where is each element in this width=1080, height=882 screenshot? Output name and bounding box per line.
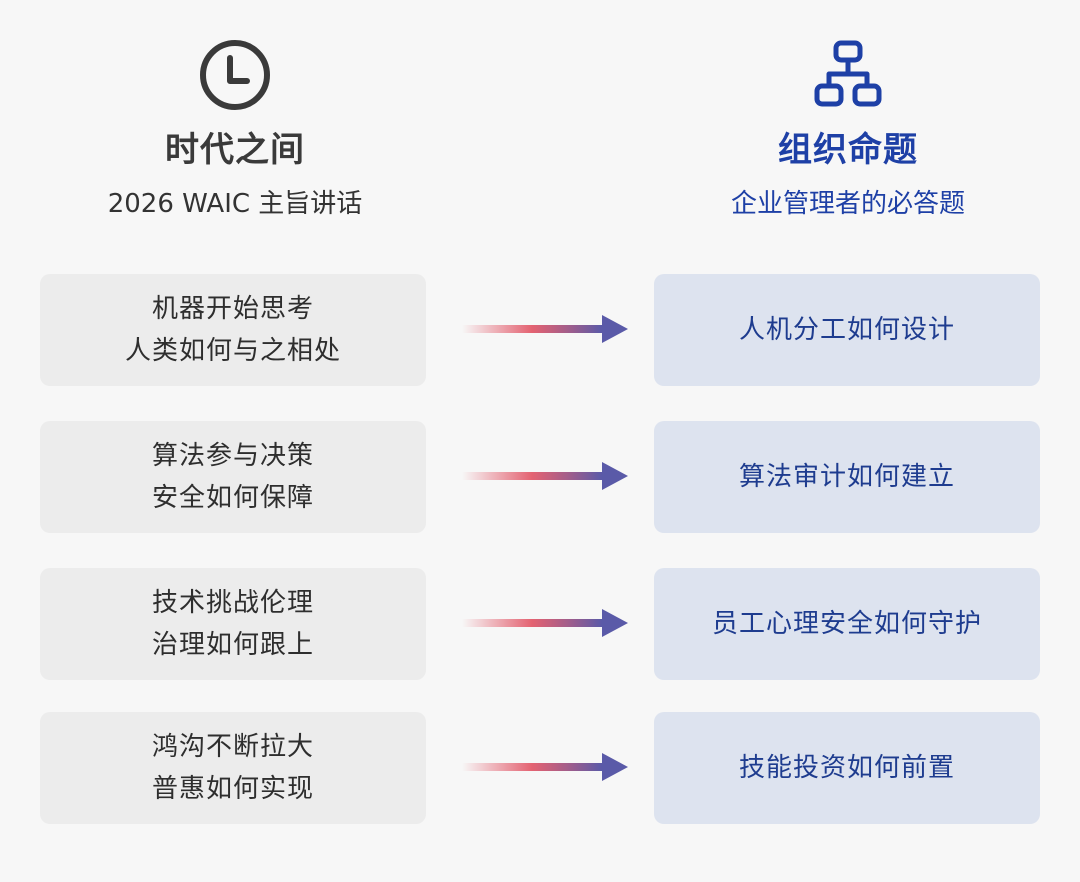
mapping-row-4: 鸿沟不断拉大 普惠如何实现 技能投资如何前置 <box>0 712 1080 824</box>
arrow-right-icon <box>462 609 628 637</box>
left-title: 时代之间 <box>165 130 305 170</box>
org-question-card: 算法审计如何建立 <box>654 421 1040 533</box>
mapping-row-2: 算法参与决策 安全如何保障 算法审计如何建立 <box>0 421 1080 533</box>
org-question-card: 技能投资如何前置 <box>654 712 1040 824</box>
arrow-right-icon <box>462 753 628 781</box>
left-subtitle: 2026 WAIC 主旨讲话 <box>107 189 363 219</box>
era-question-card: 鸿沟不断拉大 普惠如何实现 <box>40 712 426 824</box>
org-chart-icon <box>814 40 882 107</box>
arrow-right-icon <box>462 462 628 490</box>
org-question-card: 员工心理安全如何守护 <box>654 568 1040 680</box>
era-question-line: 鸿沟不断拉大 <box>151 732 314 762</box>
era-question-card: 技术挑战伦理 治理如何跟上 <box>40 568 426 680</box>
era-question-line: 人类如何与之相处 <box>124 336 341 366</box>
mapping-row-1: 机器开始思考 人类如何与之相处 人机分工如何设计 <box>0 274 1080 386</box>
right-subtitle: 企业管理者的必答题 <box>730 189 965 219</box>
era-question-line: 机器开始思考 <box>151 294 314 324</box>
era-question-line: 技术挑战伦理 <box>151 588 314 618</box>
arrow-right-icon <box>462 315 628 343</box>
mapping-row-3: 技术挑战伦理 治理如何跟上 员工心理安全如何守护 <box>0 568 1080 680</box>
org-question-text: 技能投资如何前置 <box>738 753 955 783</box>
era-question-line: 算法参与决策 <box>151 441 314 471</box>
right-title: 组织命题 <box>778 130 918 170</box>
org-question-card: 人机分工如何设计 <box>654 274 1040 386</box>
era-question-line: 治理如何跟上 <box>151 630 314 660</box>
org-question-text: 算法审计如何建立 <box>738 462 955 492</box>
era-question-card: 算法参与决策 安全如何保障 <box>40 421 426 533</box>
org-question-text: 员工心理安全如何守护 <box>711 609 982 639</box>
era-question-line: 普惠如何实现 <box>151 774 314 804</box>
clock-icon <box>200 40 270 110</box>
era-question-card: 机器开始思考 人类如何与之相处 <box>40 274 426 386</box>
era-question-line: 安全如何保障 <box>151 483 314 513</box>
org-question-text: 人机分工如何设计 <box>738 315 955 345</box>
